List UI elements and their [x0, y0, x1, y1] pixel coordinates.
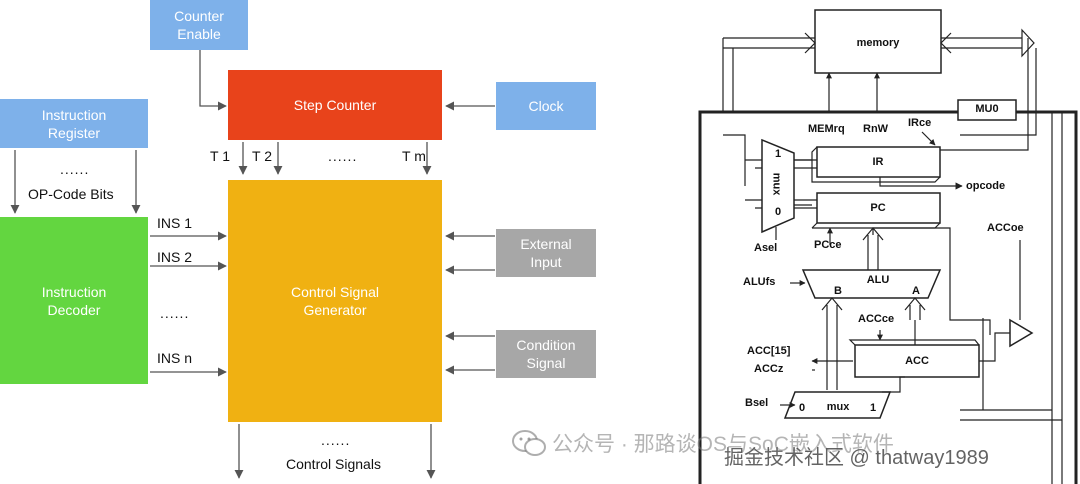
wechat-watermark: 公众号 · 那路谈OS与SoC嵌入式软件	[552, 433, 894, 456]
alu-label: ALU	[866, 274, 890, 286]
counter-enable-box: Counter Enable	[150, 0, 248, 50]
instruction-decoder-box: Instruction Decoder	[0, 217, 148, 384]
pc-label: PC	[870, 202, 886, 214]
t1-label: T 1	[210, 148, 230, 164]
instruction-register-box: Instruction Register	[0, 99, 148, 148]
control-signal-generator-box: Control Signal Generator	[228, 180, 442, 422]
mu0-label: MU0	[975, 103, 999, 115]
addr-mux-in0: 0	[775, 206, 782, 218]
rnw-label: RnW	[863, 123, 889, 135]
condition-signal-box: Condition Signal	[496, 330, 596, 378]
pcce-label: PCce	[814, 239, 842, 251]
bmux-in0: 0	[799, 402, 806, 414]
memory-label: memory	[856, 37, 900, 49]
bmux-label: mux	[826, 401, 850, 413]
bmux-in1: 1	[870, 402, 877, 414]
step-counter-box: Step Counter	[228, 70, 442, 140]
accoe-label: ACCoe	[987, 222, 1024, 234]
tm-label: T m	[402, 148, 426, 164]
acc15-label: ACC[15]	[747, 345, 791, 357]
alufs-label: ALUfs	[743, 276, 776, 288]
alu-b-label: B	[834, 285, 842, 297]
juejin-watermark: 掘金技术社区 @ thatway1989	[724, 447, 989, 469]
addr-mux-label: mux	[770, 172, 783, 196]
t2-label: T 2	[252, 148, 272, 164]
insn-label: INS n	[157, 350, 193, 366]
opcode-bits-label: OP-Code Bits	[28, 186, 114, 202]
control-signals-label: Control Signals	[286, 456, 381, 472]
clock-box: Clock	[496, 82, 596, 130]
external-input-box: External Input	[496, 229, 596, 277]
irce-label: IRce	[908, 117, 932, 129]
opcode-label: opcode	[966, 180, 1006, 192]
bsel-label: Bsel	[745, 397, 769, 409]
ins1-label: INS 1	[157, 215, 193, 231]
control-signals-ellipsis: ......	[321, 432, 351, 448]
addr-mux-in1: 1	[775, 148, 782, 160]
asel-label: Asel	[754, 242, 778, 254]
accz-label: ACCz	[754, 363, 784, 375]
t-ellipsis: ......	[328, 148, 358, 164]
ins-ellipsis: ......	[160, 305, 190, 321]
accce-label: ACCce	[858, 313, 895, 325]
alu-a-label: A	[912, 285, 920, 297]
ir-bits-ellipsis: ......	[60, 161, 90, 177]
acc-label: ACC	[905, 355, 929, 367]
wechat-icon	[512, 430, 546, 456]
memrq-label: MEMrq	[808, 123, 845, 135]
ir-label: IR	[872, 156, 884, 168]
ins2-label: INS 2	[157, 249, 193, 265]
